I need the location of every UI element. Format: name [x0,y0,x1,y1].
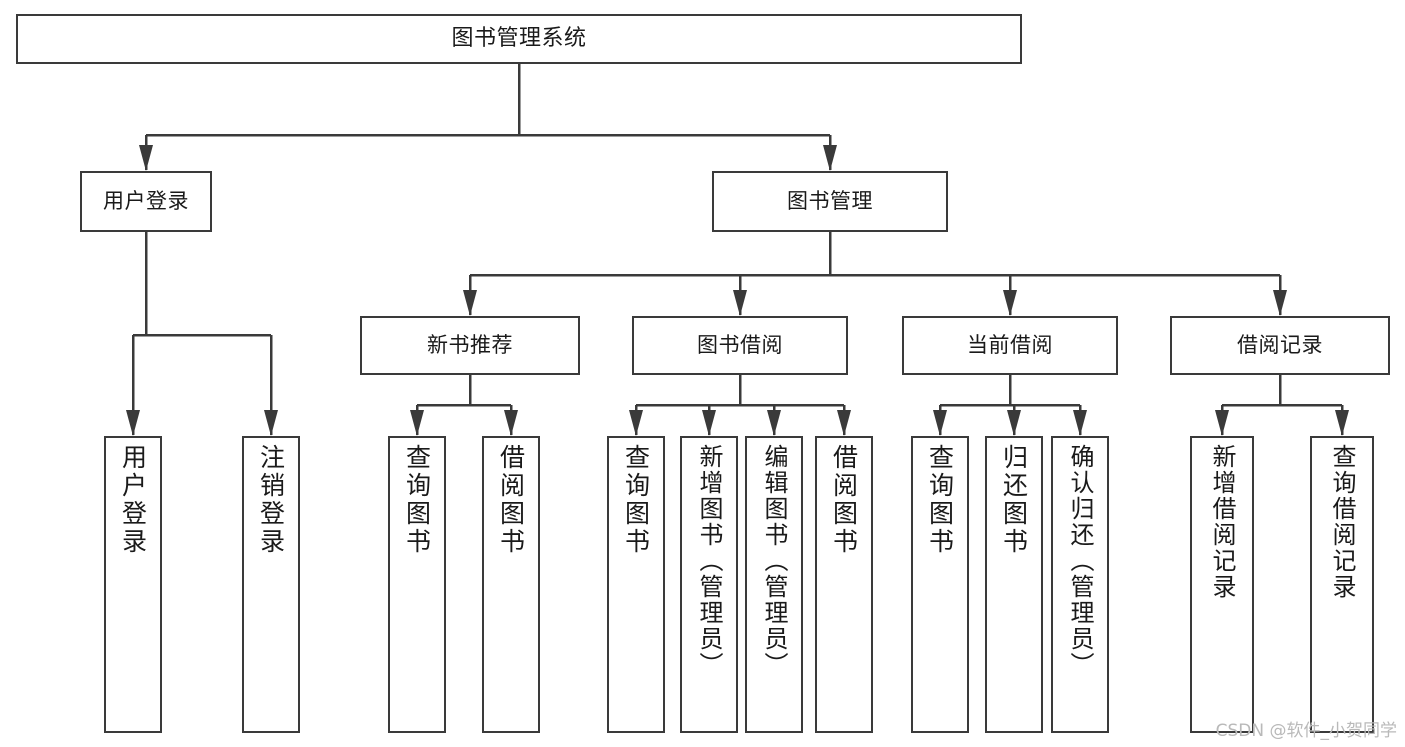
leaf-user-login[interactable]: 用户登录 [104,436,162,733]
watermark: CSDN @软件_小贺同学 [1215,721,1397,741]
leaf-query-borrow-record-label: 查询借阅记录 [1328,444,1356,600]
leaf-query-books-borrow-label: 查询图书 [621,444,651,556]
node-user-login[interactable]: 用户登录 [80,171,212,232]
leaf-edit-book-admin-label: 编辑图书（管理员） [760,444,788,678]
leaf-logout[interactable]: 注销登录 [242,436,300,733]
node-root-label: 图书管理系统 [451,25,587,51]
node-new-book-recommend[interactable]: 新书推荐 [360,316,580,375]
leaf-return-books[interactable]: 归还图书 [985,436,1043,733]
leaf-add-book-admin[interactable]: 新增图书（管理员） [680,436,738,733]
node-borrow-record-label: 借阅记录 [1237,332,1323,357]
leaf-borrow-books-label: 借阅图书 [829,444,859,556]
leaf-add-borrow-record[interactable]: 新增借阅记录 [1190,436,1254,733]
leaf-edit-book-admin[interactable]: 编辑图书（管理员） [745,436,803,733]
leaf-query-books-recommend[interactable]: 查询图书 [388,436,446,733]
node-new-book-recommend-label: 新书推荐 [427,332,513,357]
node-current-borrow[interactable]: 当前借阅 [902,316,1118,375]
leaf-query-books-current[interactable]: 查询图书 [911,436,969,733]
node-book-management-label: 图书管理 [787,188,873,213]
leaf-query-books-borrow[interactable]: 查询图书 [607,436,665,733]
node-borrow-record[interactable]: 借阅记录 [1170,316,1390,375]
leaf-add-book-admin-label: 新增图书（管理员） [695,444,723,678]
leaf-query-borrow-record[interactable]: 查询借阅记录 [1310,436,1374,733]
leaf-borrow-books-recommend-label: 借阅图书 [496,444,526,556]
node-book-management[interactable]: 图书管理 [712,171,948,232]
leaf-user-login-label: 用户登录 [118,444,148,556]
leaf-confirm-return-admin[interactable]: 确认归还（管理员） [1051,436,1109,733]
leaf-query-books-recommend-label: 查询图书 [402,444,432,556]
node-root[interactable]: 图书管理系统 [16,14,1022,64]
leaf-borrow-books-recommend[interactable]: 借阅图书 [482,436,540,733]
node-book-borrow[interactable]: 图书借阅 [632,316,848,375]
leaf-query-books-current-label: 查询图书 [925,444,955,556]
leaf-confirm-return-admin-label: 确认归还（管理员） [1066,444,1094,678]
node-user-login-label: 用户登录 [103,188,189,213]
leaf-return-books-label: 归还图书 [999,444,1029,556]
node-book-borrow-label: 图书借阅 [697,332,783,357]
leaf-add-borrow-record-label: 新增借阅记录 [1208,444,1236,600]
leaf-logout-label: 注销登录 [256,444,286,556]
leaf-borrow-books[interactable]: 借阅图书 [815,436,873,733]
node-current-borrow-label: 当前借阅 [967,332,1053,357]
